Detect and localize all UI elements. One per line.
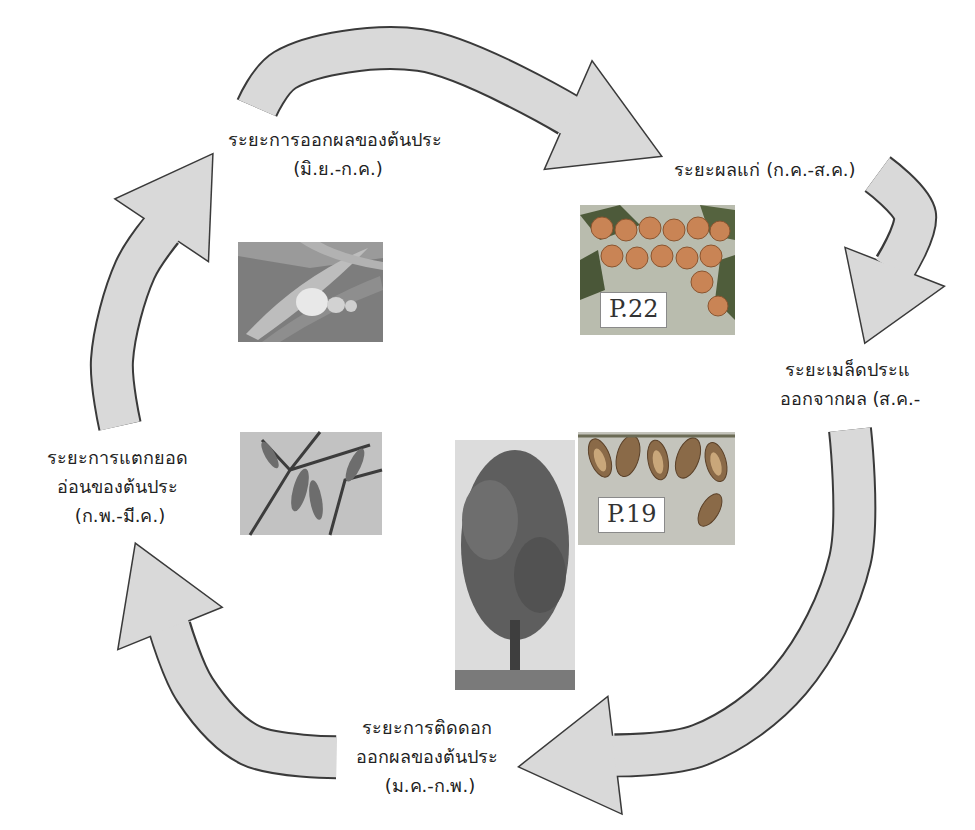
young-shoot-photo [240,432,382,535]
arrow-head [520,698,621,813]
stage-label: ระยะการติดดอก ออกผลของต้นประ (ม.ค.-ก.พ.) [350,710,510,804]
cycle-arrow [112,155,212,426]
arrow-body [878,174,916,270]
text-line: ระยะการแตกยอด [47,444,194,473]
cycle-arrow [257,48,661,168]
stage-text: ระยะเมล็ดประแ ออกจากผล (ส.ค.- [780,356,921,414]
arrow-body [169,625,337,757]
photo-tag: P.22 [600,292,667,328]
arrow-head-fill [546,62,661,168]
cycle-arrow [846,174,943,342]
arrow-head-fill [846,249,943,342]
text-line: (ก.พ.-มี.ค.) [47,502,194,531]
stage-label: ระยะเมล็ดประแ ออกจากผล (ส.ค.- [774,352,927,418]
arrow-body [112,227,164,426]
stage-label: ระยะผลแก่ (ก.ค.-ส.ค.) [668,152,861,189]
text-line: ระยะการออกผลของต้นประ [228,126,448,155]
arrow-head-fill [116,155,212,260]
mature-fruit-photo [580,205,735,335]
arrow-head-fill [520,698,621,813]
arrow-body [257,48,572,116]
text-line: อ่อนของต้นประ [47,473,194,502]
text-line: ระยะเมล็ดประแ [780,356,921,385]
stage-label: ระยะการแตกยอด อ่อนของต้นประ (ก.พ.-มี.ค.) [41,440,200,534]
photo-tag: P.19 [598,497,665,533]
arrow-body [611,430,854,756]
text-line: ระยะผลแก่ (ก.ค.-ส.ค.) [674,156,855,185]
fruiting-photo [238,242,383,342]
text-line: ออกผลของต้นประ [356,743,504,772]
arrow-head-fill [119,544,221,648]
stage-label: ระยะการออกผลของต้นประ (มิ.ย.-ก.ค.) [222,122,454,188]
stage-text: ระยะการติดดอก ออกผลของต้นประ (ม.ค.-ก.พ.) [356,714,504,800]
stage-text: ระยะผลแก่ (ก.ค.-ส.ค.) [674,156,855,185]
cycle-arrow [520,430,854,813]
cycle-arrow [119,544,336,757]
seed-pod-photo [578,432,735,545]
stage-text: ระยะการแตกยอด อ่อนของต้นประ (ก.พ.-มี.ค.) [47,444,194,530]
text-line: ระยะการติดดอก [356,714,504,743]
text-line: (มิ.ย.-ก.ค.) [228,155,448,184]
text-line: ออกจากผล (ส.ค.- [780,385,921,414]
text-line: (ม.ค.-ก.พ.) [356,772,504,801]
tree-photo [455,440,575,690]
stage-text: ระยะการออกผลของต้นประ (มิ.ย.-ก.ค.) [228,126,448,184]
